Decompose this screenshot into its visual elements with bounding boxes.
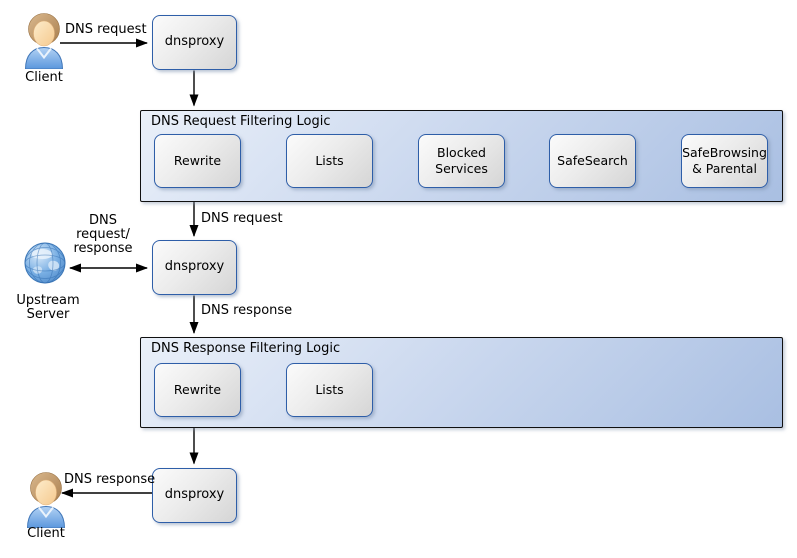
filter-step-rewrite-response: Rewrite [154,363,241,417]
edge-label-dns-response-mid: DNS response [201,303,293,318]
dnsproxy-node-3: dnsproxy [152,468,237,523]
edge-label-dns-response-bottom: DNS response [64,472,156,487]
edge-label-dns-request-mid: DNS request [201,211,283,226]
filter-step-safesearch: SafeSearch [549,134,636,188]
dnsproxy-node-2: dnsproxy [152,240,237,295]
edge-label-dns-request-top: DNS request [65,22,147,37]
client-top-label: Client [25,70,63,85]
client-icon [24,13,64,69]
upstream-server-label: Upstream Server [16,293,80,322]
filter-step-safebrowsing: SafeBrowsing & Parental [681,134,768,188]
request-filtering-container: DNS Request Filtering Logic Rewrite List… [140,110,783,202]
request-filtering-title: DNS Request Filtering Logic [151,114,331,129]
upstream-server-globe-icon [24,242,66,284]
response-filtering-title: DNS Response Filtering Logic [151,341,341,356]
dnsproxy-node-1: dnsproxy [152,15,237,70]
filter-step-lists-response: Lists [286,363,373,417]
filter-step-blocked-services: Blocked Services [418,134,505,188]
filter-step-rewrite: Rewrite [154,134,241,188]
response-filtering-container: DNS Response Filtering Logic Rewrite Lis… [140,337,783,428]
filter-step-lists: Lists [286,134,373,188]
edge-label-dns-request-response: DNS request/ response [73,213,133,256]
client-bottom-label: Client [27,526,65,541]
client-icon-bottom [26,472,66,528]
